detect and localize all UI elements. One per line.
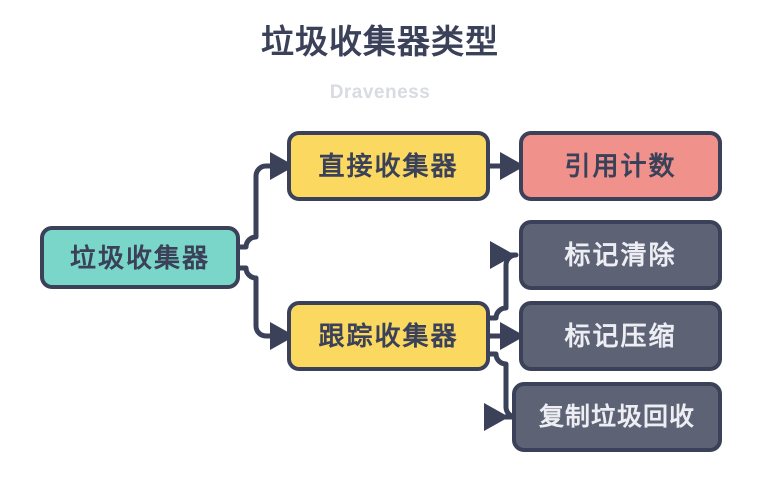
- node-label: 引用计数: [564, 151, 677, 181]
- node-mark-compact[interactable]: 标记压缩: [519, 301, 722, 371]
- node-garbage-collector[interactable]: 垃圾收集器: [40, 226, 240, 289]
- node-label: 标记压缩: [564, 321, 677, 351]
- node-label: 标记清除: [564, 240, 677, 270]
- arrowhead-tracing-to-sweep: [490, 241, 515, 269]
- page-subtitle: Draveness: [329, 82, 431, 103]
- arrowhead-root-to-tracing: [270, 322, 295, 350]
- node-direct-collector[interactable]: 直接收集器: [287, 131, 490, 201]
- arrowhead-tracing-to-compact: [500, 322, 525, 350]
- arrowhead-direct-to-refcount: [500, 152, 525, 180]
- node-label: 跟踪收集器: [318, 321, 459, 351]
- node-label: 复制垃圾回收: [538, 402, 695, 431]
- node-copying-gc[interactable]: 复制垃圾回收: [512, 382, 722, 452]
- node-mark-sweep[interactable]: 标记清除: [519, 220, 722, 290]
- edge-root-to-direct: [240, 163, 273, 250]
- node-tracing-collector[interactable]: 跟踪收集器: [287, 301, 490, 371]
- page-title: 垃圾收集器类型: [261, 23, 499, 60]
- node-label: 垃圾收集器: [69, 242, 210, 273]
- node-label: 直接收集器: [318, 151, 459, 181]
- edge-root-to-tracing: [240, 265, 273, 339]
- node-reference-counting[interactable]: 引用计数: [519, 131, 722, 201]
- arrowhead-root-to-direct: [270, 152, 295, 180]
- arrowhead-tracing-to-copy: [484, 403, 509, 431]
